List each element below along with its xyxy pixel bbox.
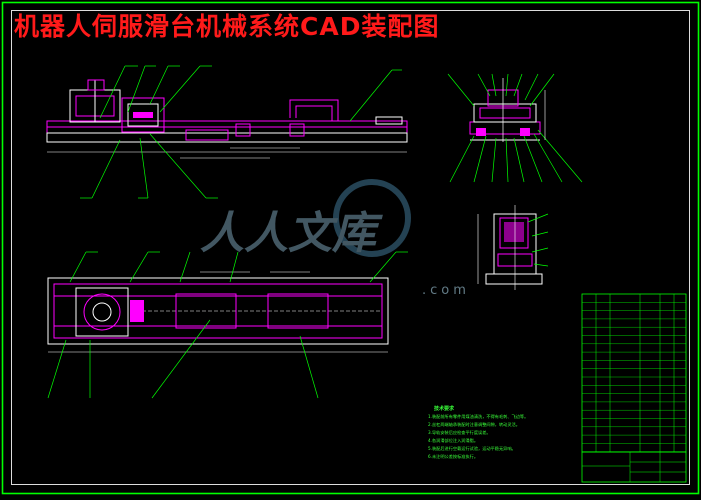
note-line: 3.导轨安装后应检查平行度误差。 xyxy=(428,430,491,435)
technical-notes: 技术要求 1.装配前所有零件用煤油清洗，不得有毛刺、飞边等。 2.丝杠两端轴承装… xyxy=(428,405,578,461)
note-line: 4.各润滑部位注入润滑脂。 xyxy=(428,438,479,443)
front-view xyxy=(46,65,408,199)
note-line: 2.丝杠两端轴承装配时注意调整间隙，转动灵活。 xyxy=(428,422,520,427)
note-line: 6.未注明公差按标准执行。 xyxy=(428,454,479,459)
section-view xyxy=(477,205,549,290)
side-view xyxy=(447,73,583,183)
watermark-url: .com xyxy=(422,283,470,298)
inner-frame xyxy=(11,10,690,485)
title-block xyxy=(581,451,687,483)
parts-list-table xyxy=(581,293,687,453)
notes-heading: 技术要求 xyxy=(434,406,455,412)
note-line: 1.装配前所有零件用煤油清洗，不得有毛刺、飞边等。 xyxy=(428,414,529,419)
watermark-text: 人人文库 xyxy=(200,208,383,259)
watermark-logo: 人人文库 xyxy=(200,179,411,259)
top-view xyxy=(47,251,408,399)
drawing-title: 机器人伺服滑台机械系统CAD装配图 xyxy=(14,12,440,41)
note-line: 5.装配后进行空载运行试验，运动平稳无异响。 xyxy=(428,446,516,451)
